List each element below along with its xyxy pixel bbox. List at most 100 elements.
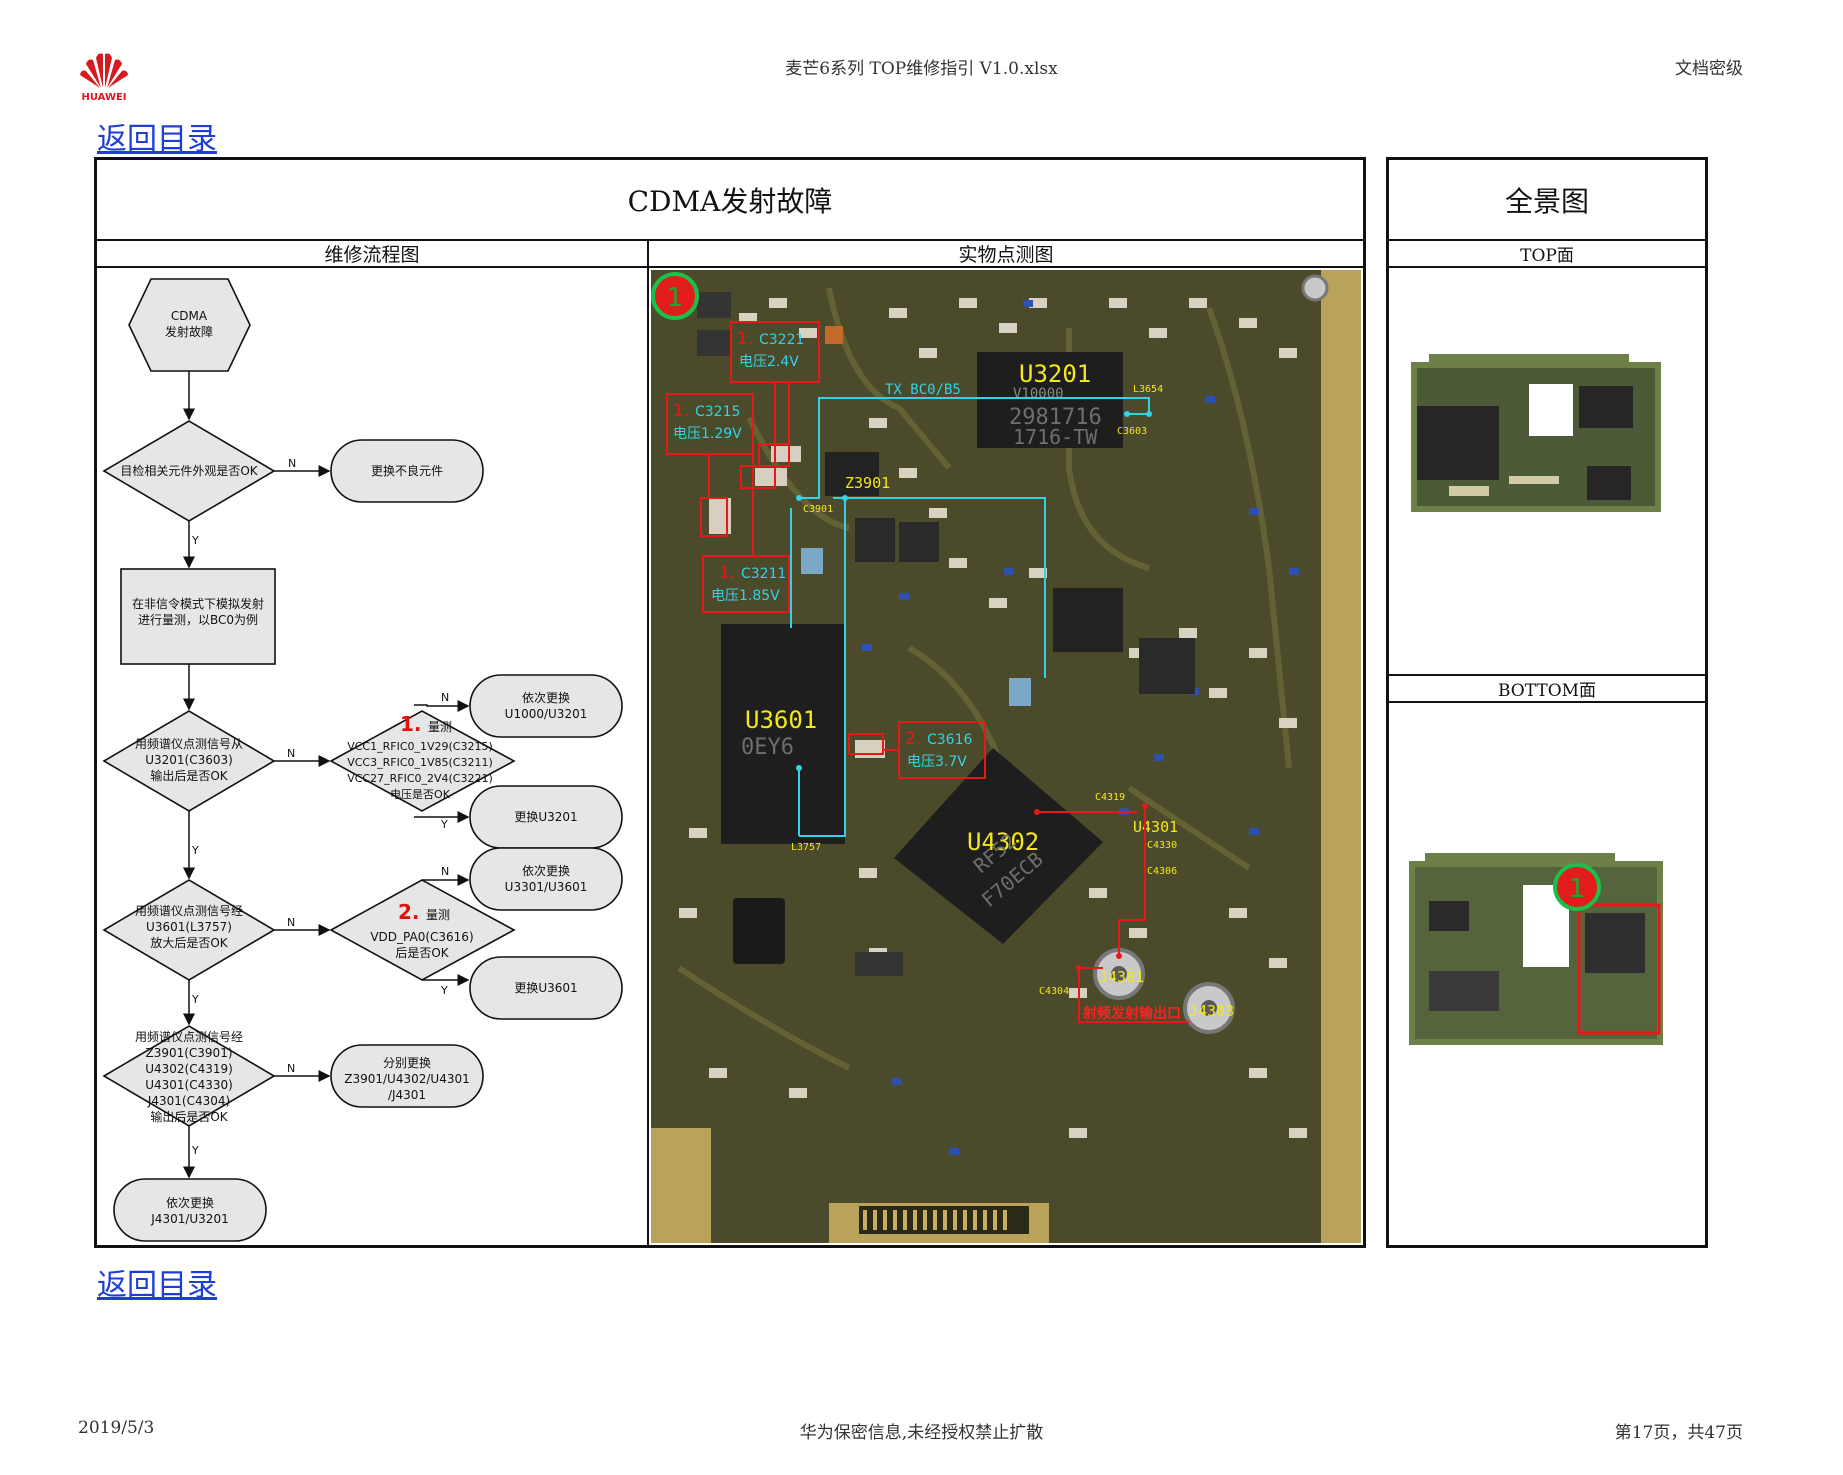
end-node: [113, 1178, 267, 1242]
d2-text-2: U3201(C3603): [145, 753, 233, 767]
bottom-side-header: BOTTOM面: [1386, 674, 1708, 703]
measure1-title: 量测: [428, 720, 452, 734]
d2-text-3: 输出后是否OK: [150, 768, 228, 783]
start-text-2: 发射故障: [165, 324, 213, 339]
c3211-label: C3211: [741, 566, 786, 582]
pcb-top-thumbnail: [1411, 354, 1661, 512]
r6-text-2: Z3901/U4302/U4301: [344, 1072, 470, 1086]
no-mark: N: [287, 916, 295, 929]
logo-text: HUAWEI: [81, 92, 127, 103]
start-node: [128, 278, 251, 372]
d4-text-2: Z3901(C3901): [145, 1046, 232, 1060]
no-mark: N: [287, 747, 295, 760]
photo-cell: U3201 V10000 2981716 1716-TW U3601 0EY6 …: [647, 266, 1366, 1248]
d3-text-2: U3601(L3757): [146, 920, 232, 934]
chip-z3901: [825, 452, 879, 496]
classification-label: 文档密级: [1675, 59, 1743, 79]
photo-column-header: 实物点测图: [647, 239, 1366, 268]
measure1-number: 1.: [400, 712, 422, 736]
u3601-label: U3601: [745, 706, 817, 734]
no-mark: N: [287, 1062, 295, 1075]
start-text-1: CDMA: [171, 309, 208, 323]
c3221-number: 1.: [737, 329, 753, 349]
location-marker-icon: [651, 272, 699, 320]
measure2-line-1: VDD_PA0(C3616): [370, 930, 473, 944]
c4306-label: C4306: [1147, 866, 1177, 877]
flowchart-cell: N Y N N Y Y N N Y Y N Y CDMA 发射故障 目检相关元件…: [94, 266, 649, 1248]
yes-mark: Y: [440, 984, 448, 997]
c3215-label: C3215: [695, 404, 740, 420]
document-title: 麦芒6系列 TOP维修指引 V1.0.xlsx: [785, 59, 1058, 79]
r2-text-2: U1000/U3201: [505, 707, 588, 721]
measure1-line-4: 电压是否OK: [390, 788, 451, 801]
c4330-label: C4330: [1147, 840, 1177, 851]
u3201-mark-3: 1716-TW: [1013, 425, 1098, 449]
j4303-label: J4303: [1189, 1002, 1234, 1020]
c3221-label: C3221: [759, 332, 804, 348]
yes-mark: Y: [191, 844, 199, 857]
c3211-number: 1.: [719, 563, 735, 583]
no-mark: N: [441, 865, 449, 878]
d4-text-6: 输出后是否OK: [150, 1109, 228, 1124]
repair-flowchart: N Y N N Y Y N N Y Y N Y CDMA 发射故障 目检相关元件…: [102, 278, 623, 1242]
measure2-line-2: 后是否OK: [395, 946, 449, 960]
marker-number: 1: [667, 283, 684, 313]
tx-path-label: TX BC0/B5: [885, 382, 961, 398]
yes-mark: Y: [440, 818, 448, 831]
top-side-image-cell: [1386, 266, 1708, 676]
footer-page: 第17页，共47页: [1614, 1423, 1743, 1443]
end-text-2: J4301/U3201: [150, 1212, 228, 1226]
d2-text-1: 用频谱仪点测信号从: [135, 737, 243, 751]
rf-output-path: [1037, 806, 1189, 1023]
d4-text-3: U4302(C4319): [145, 1062, 233, 1076]
chip-u3201: [977, 352, 1123, 448]
u4302-label: U4302: [967, 828, 1039, 856]
simulate-tx-node: [120, 568, 276, 665]
replace-part-node: [330, 439, 484, 503]
r2-text-1: 依次更换: [522, 690, 570, 705]
d4-text-1: 用频谱仪点测信号经: [135, 1030, 243, 1044]
huawei-logo: HUAWEI: [76, 50, 132, 103]
replace-u1000-u3201-node: [469, 674, 623, 738]
d3-text-1: 用频谱仪点测信号经: [135, 904, 243, 918]
r5-text: 更换U3601: [514, 981, 577, 995]
back-to-contents-link-bottom[interactable]: 返回目录: [97, 1268, 217, 1303]
measure-voltage-1: [329, 710, 516, 812]
r6-text-1: 分别更换: [383, 1056, 431, 1070]
bottom-side-image-cell: 1: [1386, 701, 1708, 1248]
d4-text-4: U4301(C4330): [145, 1078, 233, 1092]
d3-text-3: 放大后是否OK: [150, 935, 228, 950]
c3221-voltage: 电压2.4V: [739, 354, 799, 370]
p1-text-1: 在非信令模式下模拟发射: [132, 596, 264, 611]
back-to-contents-link[interactable]: 返回目录: [97, 122, 217, 157]
measure1-line-2: VCC3_RFIC0_1V85(C3211): [347, 756, 493, 769]
r4-text-1: 依次更换: [522, 863, 570, 878]
c3215-voltage: 电压1.29V: [673, 426, 742, 442]
r1-text: 更换不良元件: [371, 463, 443, 478]
page-title: CDMA发射故障: [627, 184, 833, 218]
pcb-photo: U3201 V10000 2981716 1716-TW U3601 0EY6 …: [651, 270, 1361, 1243]
c3616-label: C3616: [927, 732, 972, 748]
rf-output-label: 射频发射输出口: [1082, 1005, 1181, 1022]
replace-u3601-node: [469, 956, 623, 1020]
chip-u4302: [894, 748, 1103, 944]
u4301-label: U4301: [1133, 818, 1178, 836]
c3616-voltage: 电压3.7V: [907, 754, 967, 770]
location-marker-icon: [1553, 863, 1601, 911]
c3901-label: C3901: [803, 504, 833, 515]
c3215-number: 1.: [673, 401, 689, 421]
measure1-line-1: VCC1_RFIC0_1V29(C3215): [347, 740, 493, 753]
footer-date: 2019/5/3: [78, 1418, 155, 1438]
u3601-mark: 0EY6: [741, 735, 794, 760]
yes-mark: Y: [191, 1144, 199, 1157]
c3603-label: C3603: [1117, 426, 1147, 437]
yes-mark: Y: [191, 534, 199, 547]
measure2-title: 量测: [426, 908, 450, 922]
p1-text-2: 进行量测，以BC0为例: [138, 613, 258, 627]
huawei-logo-icon: [80, 53, 128, 88]
c4319-label: C4319: [1095, 792, 1125, 803]
measure1-line-3: VCC27_RFIC0_2V4(C3221): [347, 772, 493, 785]
replace-each-node: [330, 1044, 484, 1108]
l3654-label: L3654: [1133, 384, 1163, 395]
highlight-region: [1577, 903, 1661, 1035]
